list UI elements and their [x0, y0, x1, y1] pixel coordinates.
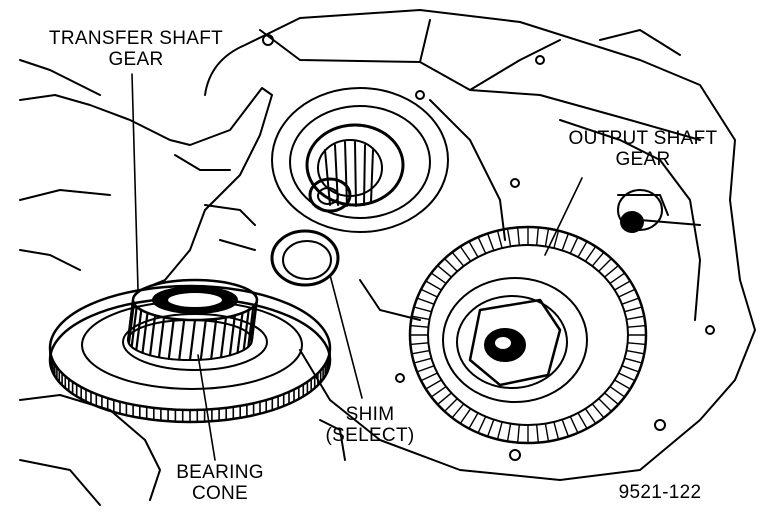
label-transfer-shaft-gear: TRANSFER SHAFT GEAR	[36, 28, 236, 70]
leader-shim	[329, 274, 363, 399]
leader-lines	[131, 73, 583, 461]
label-output-shaft-gear: OUTPUT SHAFT GEAR	[548, 128, 738, 170]
left-hand	[19, 59, 273, 291]
shim-ring	[270, 229, 340, 287]
leader-bearing-cone	[197, 354, 216, 461]
label-bearing-cone-line1: BEARING	[176, 462, 264, 483]
upper-bearing-bore	[271, 87, 449, 233]
label-transfer-shaft-gear-line1: TRANSFER SHAFT	[48, 28, 224, 49]
output-shaft-gear-drawing	[408, 225, 648, 445]
label-bearing-cone-line2: CONE	[191, 483, 249, 504]
leader-output-shaft-gear	[544, 177, 583, 256]
label-transfer-shaft-gear-line2: GEAR	[108, 49, 164, 70]
label-bearing-cone: BEARING CONE	[165, 462, 275, 504]
label-output-shaft-gear-line2: GEAR	[615, 149, 671, 170]
label-shim-line2: (SELECT)	[325, 425, 415, 446]
transmission-case	[204, 9, 756, 481]
bearing-cone-drawing	[126, 278, 259, 362]
label-output-shaft-gear-line1: OUTPUT SHAFT	[568, 128, 718, 149]
label-shim: SHIM (SELECT)	[320, 404, 420, 446]
figure-code: 9521-122	[618, 482, 702, 503]
right-hand	[19, 394, 346, 506]
label-shim-line1: SHIM	[345, 404, 395, 425]
transfer-shaft-gear-drawing	[48, 284, 332, 424]
leader-transfer-shaft-gear	[131, 73, 139, 291]
